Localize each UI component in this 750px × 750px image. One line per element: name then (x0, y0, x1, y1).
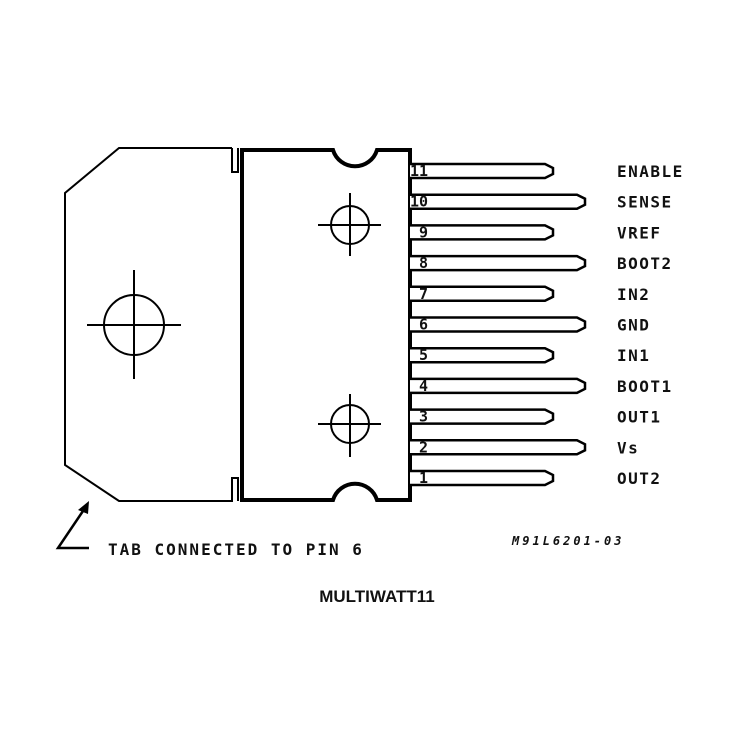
pin-number: 1 (419, 469, 428, 487)
pin-lead-icon (410, 224, 555, 241)
pin-9: 9 VREF (410, 223, 662, 242)
pin-number: 3 (419, 408, 428, 426)
pin-5: 5 IN1 (410, 346, 650, 365)
package-title: MULTIWATT11 (319, 587, 435, 606)
pin-number: 11 (410, 162, 428, 180)
pin-lead-icon (410, 439, 587, 456)
pin-10: 10 SENSE (410, 193, 673, 212)
pin-lead-icon (410, 377, 587, 395)
pin-7: 7 IN2 (410, 285, 650, 304)
pin-lead-icon (410, 285, 555, 303)
body-upper-hole-icon (318, 193, 381, 256)
tab-mounting-hole-icon (87, 270, 181, 379)
pin-number: 5 (419, 346, 428, 364)
pin-label: BOOT1 (617, 377, 673, 396)
pin-label: IN2 (617, 285, 650, 304)
pin-lead-icon (410, 408, 555, 425)
pin-lead-icon (410, 316, 587, 333)
pin-label: VREF (617, 223, 662, 242)
pin-2: 2 Vs (410, 438, 639, 457)
pin-lead-icon (410, 162, 555, 180)
pin-label: ENABLE (617, 162, 684, 181)
pins-group: 11 ENABLE 10 SENSE 9 VREF 8 BOOT2 7 IN2 6 GND 5 IN1 4 B… (410, 162, 684, 488)
pin-number: 4 (419, 377, 428, 395)
drawing-code: M91L6201-03 (511, 534, 624, 548)
heatsink-tab-outline (64, 147, 239, 502)
pin-label: OUT2 (617, 469, 662, 488)
pin-lead-icon (410, 193, 587, 210)
tab-connection-note: TAB CONNECTED TO PIN 6 (108, 540, 364, 559)
tab-pointer-arrow-icon (55, 501, 89, 550)
body-lower-hole-icon (318, 394, 381, 457)
pin-lead-icon (410, 346, 555, 364)
package-body-outline (240, 148, 412, 502)
pin-11: 11 ENABLE (410, 162, 684, 181)
pin-number: 10 (410, 193, 428, 211)
pin-label: Vs (617, 438, 639, 457)
pin-label: BOOT2 (617, 254, 673, 273)
pin-label: OUT1 (617, 408, 662, 427)
pin-4: 4 BOOT1 (410, 377, 673, 396)
pin-lead-icon (410, 254, 587, 272)
pin-3: 3 OUT1 (410, 408, 662, 427)
pin-1: 1 OUT2 (410, 469, 662, 488)
pin-label: GND (617, 316, 650, 335)
pin-label: SENSE (617, 193, 673, 212)
pin-8: 8 BOOT2 (410, 254, 673, 273)
pin-number: 6 (419, 316, 428, 334)
pin-number: 8 (419, 254, 428, 272)
pin-number: 7 (419, 285, 428, 303)
pin-number: 2 (419, 438, 428, 456)
pin-lead-icon (410, 469, 555, 487)
pin-6: 6 GND (410, 316, 650, 335)
pin-label: IN1 (617, 346, 650, 365)
pin-number: 9 (419, 223, 428, 241)
